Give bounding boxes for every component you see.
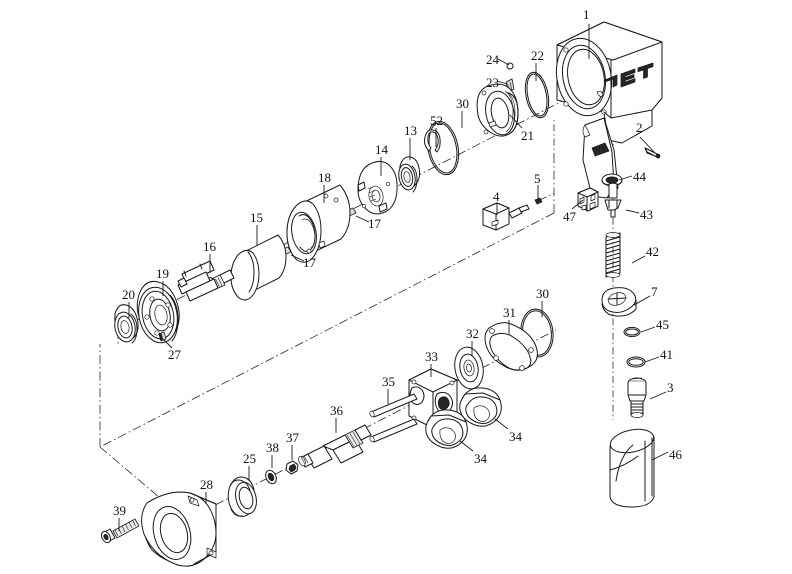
part-exhaust-block-4 xyxy=(482,202,530,231)
part-bearing-13 xyxy=(398,156,421,193)
callout-25: 25 xyxy=(243,451,256,466)
part-o-ring-22 xyxy=(524,71,550,119)
callout-14: 14 xyxy=(375,142,388,157)
callout-44: 44 xyxy=(633,169,646,184)
callout-18: 18 xyxy=(318,170,331,185)
leader-line-24 xyxy=(497,58,510,66)
part-retaining-ring-52 xyxy=(424,129,441,153)
callout-41: 41 xyxy=(660,347,673,362)
jet-logo xyxy=(604,62,654,88)
leader-line-41 xyxy=(644,356,660,363)
callout-31: 31 xyxy=(503,305,516,320)
callout-27: 27 xyxy=(168,347,181,362)
callout-34: 34 xyxy=(509,429,522,444)
callout-46: 46 xyxy=(669,447,682,462)
leader-line-44 xyxy=(618,175,633,181)
part-flange-21 xyxy=(476,83,519,137)
part-gasket-31 xyxy=(484,322,538,371)
leader-line-27 xyxy=(162,338,173,349)
leader-line-43 xyxy=(625,209,640,214)
callout-17b: 17 xyxy=(303,255,316,270)
callout-4: 4 xyxy=(493,189,500,204)
part-bearing-20 xyxy=(114,304,139,344)
part-hammer-34a xyxy=(459,387,502,427)
part-spring-42 xyxy=(605,232,621,278)
callout-17a: 17 xyxy=(368,216,381,231)
part-pin-2 xyxy=(644,147,661,159)
part-air-inlet-3 xyxy=(627,377,647,418)
leader-line-23 xyxy=(496,80,508,85)
part-handle-boot-46 xyxy=(609,428,655,508)
callout-7: 7 xyxy=(651,284,658,299)
callout-35: 35 xyxy=(382,374,395,389)
leader-line-21 xyxy=(509,114,523,129)
part-bushing-25 xyxy=(227,476,257,517)
leader-line-7 xyxy=(633,295,651,306)
part-anvil-36 xyxy=(298,424,372,469)
callout-34b: 34 xyxy=(474,451,487,466)
callout-23: 23 xyxy=(486,75,499,90)
callout-2: 2 xyxy=(636,120,643,135)
callout-32: 32 xyxy=(466,326,479,341)
callout-33: 33 xyxy=(425,349,438,364)
callout-1: 1 xyxy=(583,7,590,22)
part-trigger-47 xyxy=(577,187,599,212)
callout-30: 30 xyxy=(456,96,469,111)
part-hammer-34b xyxy=(425,409,468,449)
leader-line-34b xyxy=(459,440,474,452)
leader-line-34 xyxy=(494,418,509,430)
leader-line-17a xyxy=(355,215,370,223)
leader-line-2 xyxy=(639,136,656,154)
leader-line-45 xyxy=(640,326,656,333)
callout-37: 37 xyxy=(286,430,299,445)
part-end-plate-14 xyxy=(357,160,398,215)
leader-lines xyxy=(118,24,669,531)
part-valve-stem-43 xyxy=(604,182,622,218)
part-end-cover-28 xyxy=(141,491,217,567)
callout-16: 16 xyxy=(203,239,216,254)
part-seal-44 xyxy=(601,173,623,187)
leader-line-42 xyxy=(631,255,646,264)
callout-42: 42 xyxy=(646,244,659,259)
part-pin-27 xyxy=(158,331,167,342)
callout-39: 39 xyxy=(113,503,126,518)
callout-13: 13 xyxy=(404,123,417,138)
leader-line-46 xyxy=(651,451,669,461)
callout-15: 15 xyxy=(250,210,263,225)
part-main-housing xyxy=(555,21,663,199)
part-valve-7 xyxy=(601,287,637,317)
callout-38: 38 xyxy=(266,440,279,455)
part-screw-39 xyxy=(100,518,140,544)
callout-21: 21 xyxy=(521,128,534,143)
callout-3: 3 xyxy=(667,380,674,395)
part-o-ring-45 xyxy=(623,326,641,338)
part-washer-38 xyxy=(265,469,277,485)
callout-24: 24 xyxy=(486,52,499,67)
callout-5: 5 xyxy=(534,171,541,186)
leader-line-3 xyxy=(649,391,667,400)
part-cylinder-18 xyxy=(286,184,351,263)
callout-45: 45 xyxy=(656,317,669,332)
part-rotor-blades-16 xyxy=(177,260,219,302)
leader-line-47 xyxy=(571,199,584,210)
callout-28: 28 xyxy=(200,477,213,492)
callout-43: 43 xyxy=(640,207,653,222)
leader-line-17b xyxy=(290,254,305,262)
callout-36: 36 xyxy=(330,403,343,418)
part-hammer-pin-35b xyxy=(369,418,418,443)
callout-22: 22 xyxy=(531,48,544,63)
part-hammer-pin-35a xyxy=(369,393,418,418)
callout-20: 20 xyxy=(122,287,135,302)
callout-30b: 30 xyxy=(536,286,549,301)
part-rear-plate-19 xyxy=(136,281,180,344)
callout-19: 19 xyxy=(156,266,169,281)
part-nut-37 xyxy=(285,460,299,475)
callout-52: 52 xyxy=(430,113,443,128)
callout-47: 47 xyxy=(563,209,576,224)
